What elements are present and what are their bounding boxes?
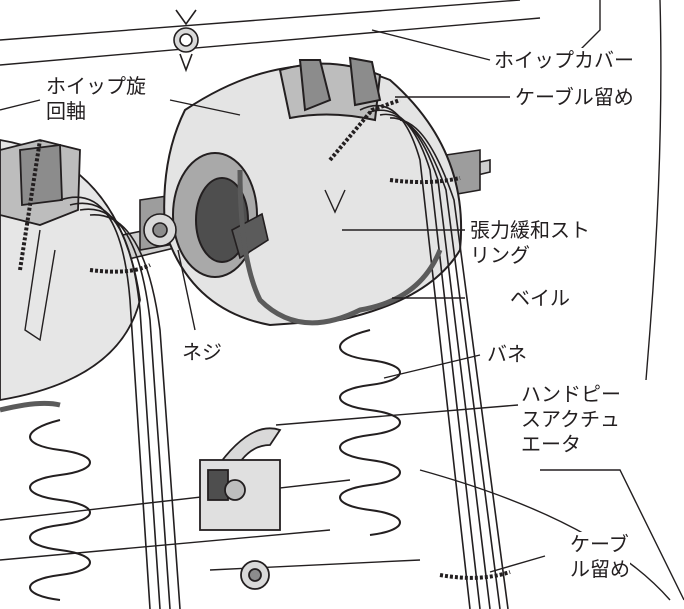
handpiece-actuator [199,427,282,590]
strain-relief-string [24,189,346,342]
leader-lines [169,29,546,573]
label-whip-cover: ホイップカバー [494,48,634,73]
bail-cable [0,169,443,413]
label-cable-tie-top: ケーブル留め [515,85,634,110]
label-bail: ベイル [510,286,570,311]
cables-right [359,104,509,609]
label-strain-relief-string: 張力緩和スト リング [470,218,590,268]
label-cable-tie-bottom: ケーブ ル留め [570,532,630,582]
clamp [143,212,269,260]
cables-left [59,196,181,609]
wing-nut [173,9,199,73]
left-drum [0,139,141,401]
label-whip-pivot: ホイップ旋 回軸 [46,74,146,123]
springs [29,329,401,601]
label-handpiece-actuator: ハンドピー スアクチュ エータ [521,382,621,457]
label-screw: ネジ [182,340,222,364]
cable-ties [18,98,511,580]
whip-drum [163,56,463,327]
label-spring: バネ [487,342,527,367]
